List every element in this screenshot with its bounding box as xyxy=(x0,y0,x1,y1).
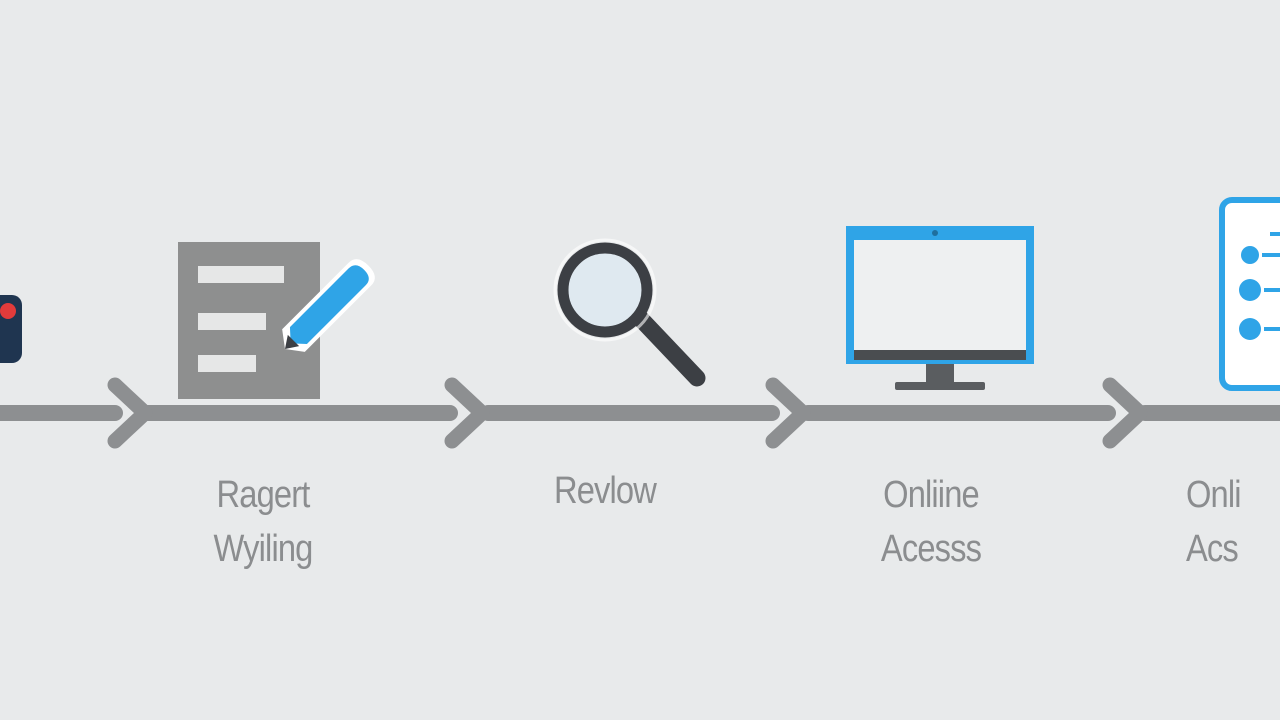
step-label-line: Onli xyxy=(1186,474,1242,516)
pencil-icon xyxy=(282,259,375,352)
step-label-online-access: Onliine Acesss xyxy=(845,468,1017,576)
step-label-report-writing: Ragert Wyiling xyxy=(177,468,349,576)
step-label-line: Wyiling xyxy=(213,528,313,570)
step-label-line: Revlow xyxy=(553,470,657,512)
document-pencil-icon xyxy=(178,242,375,399)
step-label-line: Ragert xyxy=(216,474,311,516)
step-label-line: Acs xyxy=(1186,528,1239,570)
chevron-right-icon xyxy=(1102,377,1148,449)
step-label-review: Revlow xyxy=(519,464,691,518)
step-label-online-access-2: Onli Acs xyxy=(1186,468,1280,576)
chevron-right-icon xyxy=(107,377,153,449)
timeline-chevrons xyxy=(107,377,1148,449)
chevron-right-icon xyxy=(765,377,811,449)
step-label-line: Acesss xyxy=(880,528,982,570)
step-label-line: Onliine xyxy=(883,474,980,516)
backpack-icon xyxy=(0,295,22,363)
checklist-icon xyxy=(1219,197,1280,391)
magnifier-icon xyxy=(553,238,706,387)
chevron-right-icon xyxy=(444,377,490,449)
monitor-icon xyxy=(846,226,1034,390)
